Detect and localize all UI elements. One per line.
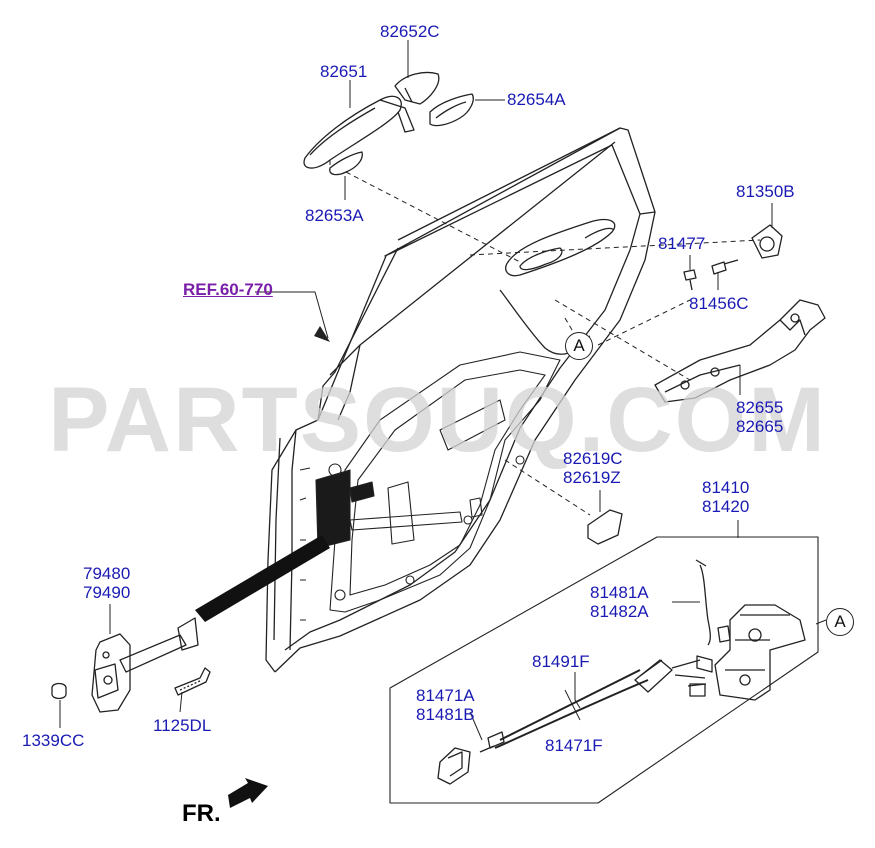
part-label-82619z[interactable]: 82619Z xyxy=(563,468,621,487)
part-label-81420[interactable]: 81420 xyxy=(702,497,750,516)
part-label-82652c[interactable]: 82652C xyxy=(380,22,440,41)
part-label-81491f[interactable]: 81491F xyxy=(532,652,590,671)
latch-assembly xyxy=(437,559,806,785)
checker-location-wedge xyxy=(195,535,330,622)
outside-handle xyxy=(303,71,474,176)
latch-group-box xyxy=(389,536,819,804)
part-label-81481a[interactable]: 81481A xyxy=(590,583,649,602)
part-label-82619c[interactable]: 82619C xyxy=(563,449,623,468)
inner-panel xyxy=(299,351,561,621)
part-label-81456c[interactable]: 81456C xyxy=(689,294,749,313)
handle-bracket xyxy=(654,299,826,403)
part-label-79480[interactable]: 79480 xyxy=(83,564,131,583)
part-label-82651[interactable]: 82651 xyxy=(320,62,368,81)
part-label-81471f[interactable]: 81471F xyxy=(545,736,603,755)
part-label-82665[interactable]: 82665 xyxy=(736,417,784,436)
part-label-81481b[interactable]: 81481B xyxy=(416,705,475,724)
part-label-82655[interactable]: 82655 xyxy=(736,398,784,417)
bolt-and-cover xyxy=(683,224,783,291)
callout-a-latch: A xyxy=(826,608,854,636)
front-marker-label: FR. xyxy=(182,800,221,827)
part-label-79490[interactable]: 79490 xyxy=(83,583,131,602)
dashed-leaders xyxy=(329,160,761,516)
door-checker xyxy=(51,617,211,713)
callout-a-door: A xyxy=(565,332,593,360)
part-label-81410[interactable]: 81410 xyxy=(702,478,750,497)
inner-handle-recess xyxy=(499,218,616,355)
clip-82619 xyxy=(587,509,623,545)
leader-lines xyxy=(59,40,827,741)
part-label-1125dl[interactable]: 1125DL xyxy=(153,716,212,735)
part-label-1339cc[interactable]: 1339CC xyxy=(22,731,85,750)
front-arrow-icon xyxy=(228,778,268,808)
part-label-81482a[interactable]: 81482A xyxy=(590,602,649,621)
part-label-82653a[interactable]: 82653A xyxy=(305,206,364,225)
part-label-81477[interactable]: 81477 xyxy=(658,234,706,253)
part-label-81350b[interactable]: 81350B xyxy=(736,182,795,201)
door-frame xyxy=(265,127,656,673)
part-label-82654a[interactable]: 82654A xyxy=(507,90,566,109)
part-label-81471a[interactable]: 81471A xyxy=(416,686,475,705)
watermark: PARTSOUQ.COM xyxy=(48,369,827,471)
ref-arrowhead xyxy=(314,326,330,342)
reference-link-60-770[interactable]: REF.60-770 xyxy=(183,280,273,299)
